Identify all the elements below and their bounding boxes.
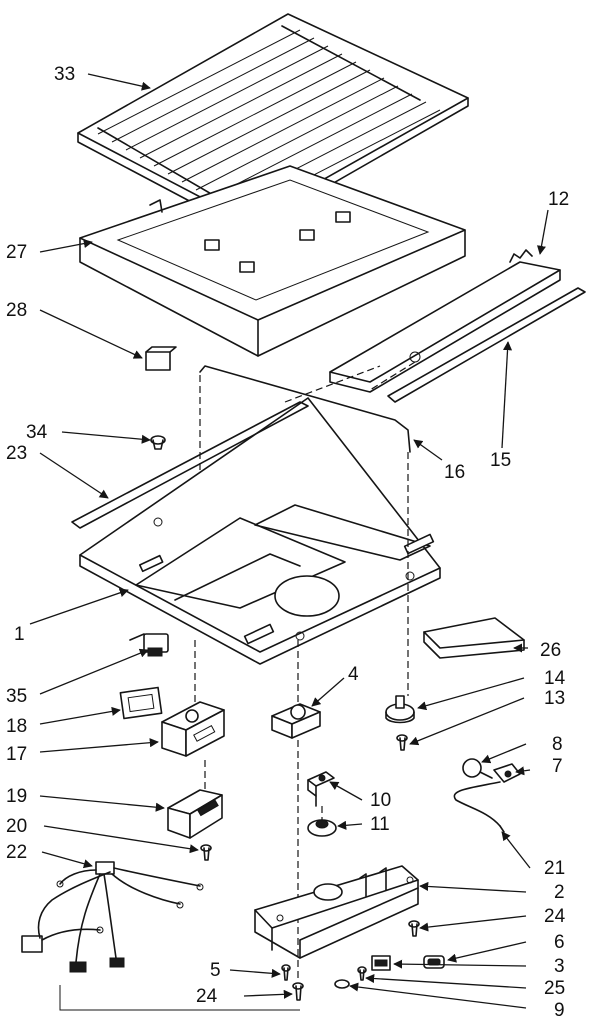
- bulb-part-8: [462, 758, 493, 779]
- harness-part-22: [21, 861, 300, 1011]
- callout-28: 28: [6, 300, 27, 321]
- screw-part-24-upper: [408, 920, 420, 937]
- callout-14: 14: [544, 668, 566, 689]
- callout-5: 5: [210, 960, 221, 981]
- base-plate-part-1: [71, 397, 441, 665]
- part-3: [371, 955, 391, 971]
- part-10: [307, 771, 335, 807]
- callout-35: 35: [6, 686, 27, 707]
- callout-25: 25: [544, 978, 565, 999]
- bracket-part-19: [167, 760, 223, 839]
- callout-13: 13: [544, 688, 565, 709]
- thermostat-part-4: [271, 640, 321, 978]
- switch-part-35: [129, 633, 169, 657]
- housing-part-27: [79, 165, 466, 357]
- screw-part-5: [281, 964, 291, 981]
- callout-8: 8: [552, 734, 563, 755]
- callout-18: 18: [6, 716, 27, 737]
- callout-20: 20: [6, 816, 27, 837]
- assembly-lines: [284, 361, 416, 403]
- screw-part-13: [396, 734, 408, 751]
- washer-part-9: [334, 979, 350, 989]
- callout-19: 19: [6, 786, 27, 807]
- part-6: [423, 955, 445, 969]
- callout-34: 34: [26, 422, 48, 443]
- control-part-17: [161, 640, 225, 757]
- callout-10: 10: [370, 790, 391, 811]
- callout-11: 11: [370, 814, 390, 835]
- callout-labels: 33 12 27 28 34 23 16 15 1 35 18 17 19 20…: [6, 64, 569, 1021]
- screw-part-24-lower: [292, 982, 304, 1001]
- callout-23: 23: [6, 443, 27, 464]
- callout-4: 4: [348, 664, 359, 685]
- callout-24-left: 24: [196, 986, 218, 1007]
- socket-part-7: [493, 763, 521, 783]
- callout-33: 33: [54, 64, 75, 85]
- callout-26: 26: [540, 640, 561, 661]
- wire-part-21: [453, 781, 505, 833]
- callout-15: 15: [490, 450, 511, 471]
- lower-housing-part-2: [254, 865, 419, 959]
- callout-3: 3: [554, 956, 565, 977]
- leader-lines: [29, 73, 549, 1009]
- callout-24-right: 24: [544, 906, 566, 927]
- screw-part-25: [357, 966, 367, 981]
- callout-16: 16: [444, 462, 465, 483]
- rail-part-12: [329, 249, 561, 393]
- callout-1: 1: [14, 624, 25, 645]
- screw-part-20: [200, 844, 212, 861]
- strip-part-15: [387, 287, 586, 403]
- callout-27: 27: [6, 242, 27, 263]
- callout-7: 7: [552, 756, 563, 777]
- callout-12: 12: [548, 189, 569, 210]
- wedge-part-26: [423, 617, 525, 659]
- callout-22: 22: [6, 842, 27, 863]
- grille-part-33: [77, 13, 469, 233]
- callout-6: 6: [554, 932, 565, 953]
- fastener-part-34: [150, 435, 166, 450]
- callout-9: 9: [554, 1000, 565, 1021]
- callout-17: 17: [6, 744, 27, 765]
- part-11: [307, 806, 337, 837]
- part-14: [385, 452, 415, 724]
- callout-2: 2: [554, 882, 565, 903]
- callout-21: 21: [544, 858, 565, 879]
- block-part-28: [145, 346, 177, 371]
- frame-part-18: [119, 686, 163, 720]
